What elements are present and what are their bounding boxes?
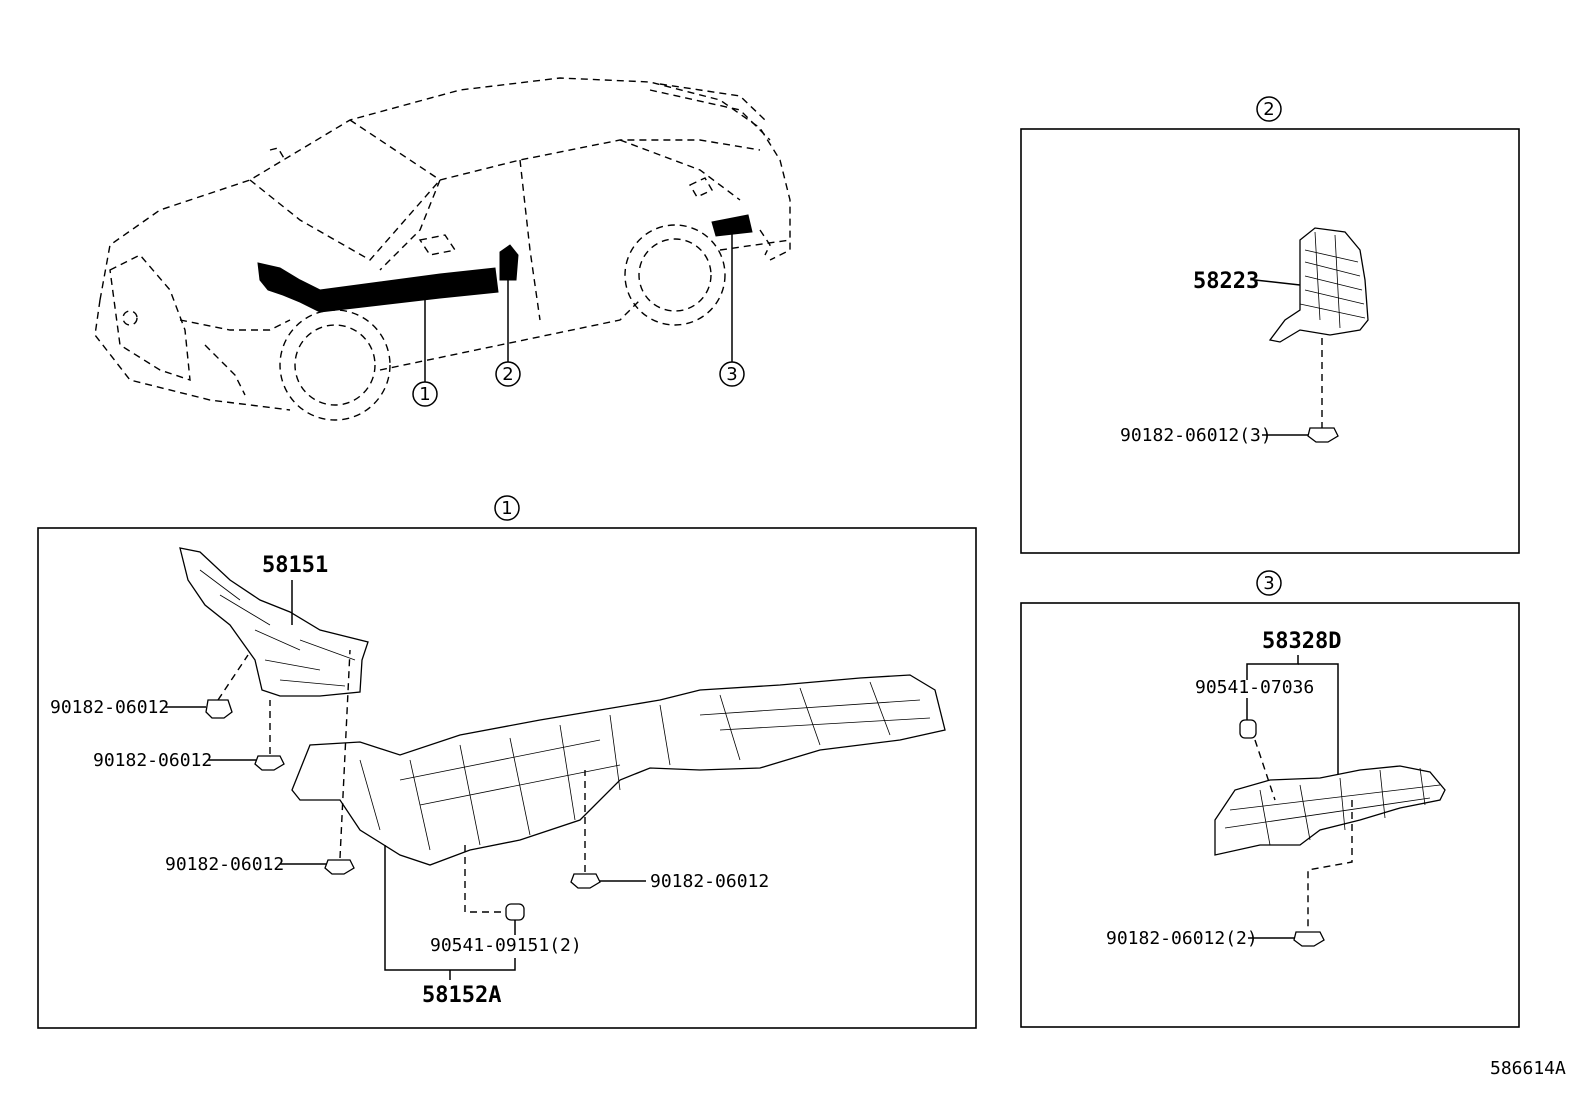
section-1-frame [37, 527, 977, 1029]
silencer-58223 [1268, 227, 1369, 343]
figure-id: 586614A [1490, 1058, 1566, 1079]
section-3-number: 3 [1263, 573, 1274, 594]
section-2: 2 58223 90182-06012(3) [1020, 96, 1520, 554]
dash-silencer-58151 [179, 547, 369, 697]
callout-2-label: 2 [502, 364, 513, 385]
part-58328D-label: 58328D [1262, 629, 1341, 654]
grommet-label: 90541-09151(2) [430, 935, 582, 956]
clip-right-label: 90182-06012 [650, 871, 769, 892]
section-2-circle [1256, 96, 1282, 122]
clip-section3-icon [1293, 931, 1325, 947]
section-2-frame [1020, 128, 1520, 554]
clip-section2-label: 90182-06012(3) [1120, 425, 1272, 446]
section-1: 1 58151 90182-06012 90182-06012 9 [37, 495, 977, 1029]
clip-section2-icon [1307, 427, 1339, 443]
callout-2-circle [495, 361, 521, 387]
callout-3-label: 3 [726, 364, 737, 385]
clip-lower-left-label: 90182-06012 [165, 854, 284, 875]
insulator-58328D [1214, 765, 1446, 856]
grommet-icon [505, 903, 525, 921]
grommet-section3-label: 90541-07036 [1195, 677, 1314, 698]
callout-1-circle [412, 381, 438, 407]
clip-mid-left-icon [254, 755, 285, 771]
clip-lower-left-icon [324, 859, 355, 875]
car-overview: 1 2 3 [94, 77, 791, 421]
section-3: 3 58328D 90541-07036 90182-06012(2) [1020, 570, 1520, 1028]
clip-right-icon [570, 873, 601, 889]
part-58223-label: 58223 [1193, 269, 1259, 294]
clip-upper-left-icon [205, 699, 233, 719]
callout-1-label: 1 [419, 384, 430, 405]
floor-insulator-58152A [291, 674, 946, 866]
grommet-section3-icon [1239, 719, 1257, 739]
clip-upper-left-label: 90182-06012 [50, 697, 169, 718]
part-58152A-label: 58152A [422, 983, 501, 1008]
section-1-circle [494, 495, 520, 521]
clip-mid-left-label: 90182-06012 [93, 750, 212, 771]
section-1-number: 1 [501, 498, 512, 519]
section-3-frame [1020, 602, 1520, 1028]
callout-3-circle [719, 361, 745, 387]
section-3-circle [1256, 570, 1282, 596]
part-58151-label: 58151 [262, 553, 328, 578]
clip-section3-label: 90182-06012(2) [1106, 928, 1258, 949]
section-2-number: 2 [1263, 99, 1274, 120]
